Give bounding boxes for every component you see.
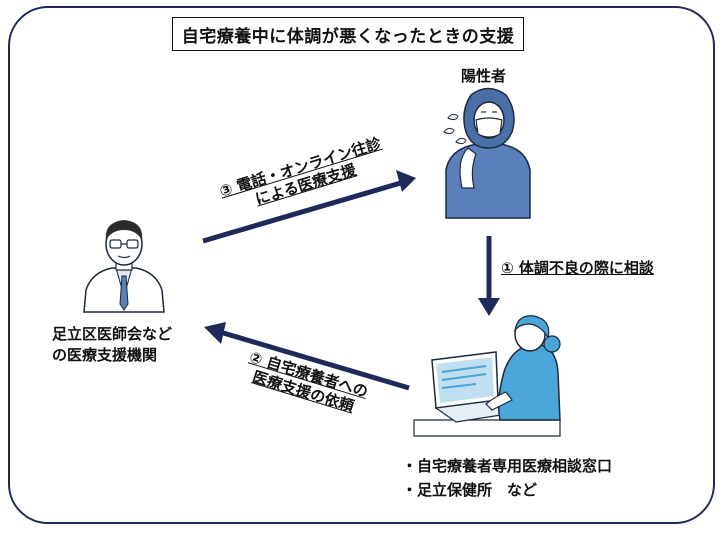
- arrowhead-step2: [204, 322, 226, 344]
- step1-label: ① 体調不良の際に相談: [501, 259, 654, 277]
- consultation-label-line-1: ・自宅療養者専用医療相談窓口: [402, 457, 613, 475]
- arrow-step3: [202, 179, 405, 244]
- doctor-illustration: [83, 220, 165, 313]
- diagram-frame: [8, 6, 715, 524]
- arrowhead-step1: [478, 298, 500, 316]
- consultation-label-line-2: ・足立保健所 など: [402, 481, 538, 499]
- doctor-label-line-1: 足立区医師会など: [52, 325, 173, 343]
- patient-label-text: 陽性者: [461, 67, 507, 85]
- consultation-illustration: [413, 315, 561, 437]
- patient-label: 陽性者: [461, 66, 506, 87]
- patient-illustration: [443, 87, 531, 219]
- title-text: 自宅療養中に体調が悪くなったときの支援: [181, 26, 515, 47]
- consultation-label: ・自宅療養者専用医療相談窓口 ・足立保健所 など: [402, 454, 612, 502]
- arrowhead-step3: [396, 170, 416, 192]
- arrow-step2: [219, 329, 410, 391]
- doctor-label-line-2: の医療支援機関: [52, 346, 158, 364]
- doctor-label: 足立区医師会など の医療支援機関: [52, 324, 172, 366]
- diagram-title: 自宅療養中に体調が悪くなったときの支援: [172, 17, 524, 51]
